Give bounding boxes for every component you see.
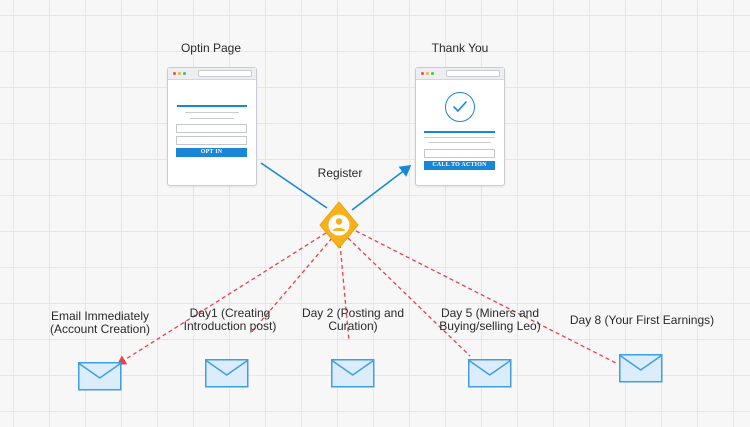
envelope-icon [468,359,512,388]
optin-field-2 [176,136,247,145]
checkmark-circle-icon [445,92,475,122]
connector-to-day2 [339,243,350,342]
email-label-immediate: Email Immediately (Account Creation) [40,310,160,336]
email-label-line1: Day 8 (Your First Earnings) [569,313,715,327]
envelope-icon [331,359,375,388]
email-label-line1: Day 2 (Posting and [301,306,405,320]
email-label-day5: Day 5 (Miners and Buying/selling Leo) [430,307,550,333]
email-label-line1: Day 5 (Miners and [440,306,540,320]
thankyou-page-mock: CALL TO ACTION [415,67,505,186]
email-label-line2: Introduction post) [183,319,277,333]
register-label: Register [317,166,363,180]
email-label-line2: (Account Creation) [49,322,151,336]
connector-optin-to-register [260,162,328,209]
email-label-day2: Day 2 (Posting and Curation) [293,307,413,333]
call-to-action-button: CALL TO ACTION [424,161,495,170]
envelope-icon [78,362,122,391]
thankyou-field [424,149,495,158]
email-label-day1: Day1 (Creating Introduction post) [170,307,290,333]
browser-bar [416,68,504,80]
optin-field-1 [176,124,247,133]
connector-to-day1 [249,237,333,335]
envelope-icon [619,354,663,383]
user-diamond-icon [319,201,359,249]
browser-bar [168,68,256,80]
email-label-line1: Day1 (Creating [189,306,271,320]
email-label-line1: Email Immediately [50,309,150,323]
connector-register-to-thankyou [351,165,412,211]
email-label-line2: Curation) [328,319,378,333]
thankyou-title: Thank You [431,41,489,55]
email-label-line2: Buying/selling Leo) [439,319,541,333]
connector-to-day8 [355,230,617,364]
optin-button: OPT IN [176,148,247,157]
connector-to-email-immediately [116,232,327,365]
optin-title: Optin Page [180,41,242,55]
optin-page-mock: OPT IN [167,67,257,186]
email-label-day8: Day 8 (Your First Earnings) [562,314,722,327]
connector-to-day5 [347,237,471,357]
envelope-icon [205,359,249,388]
